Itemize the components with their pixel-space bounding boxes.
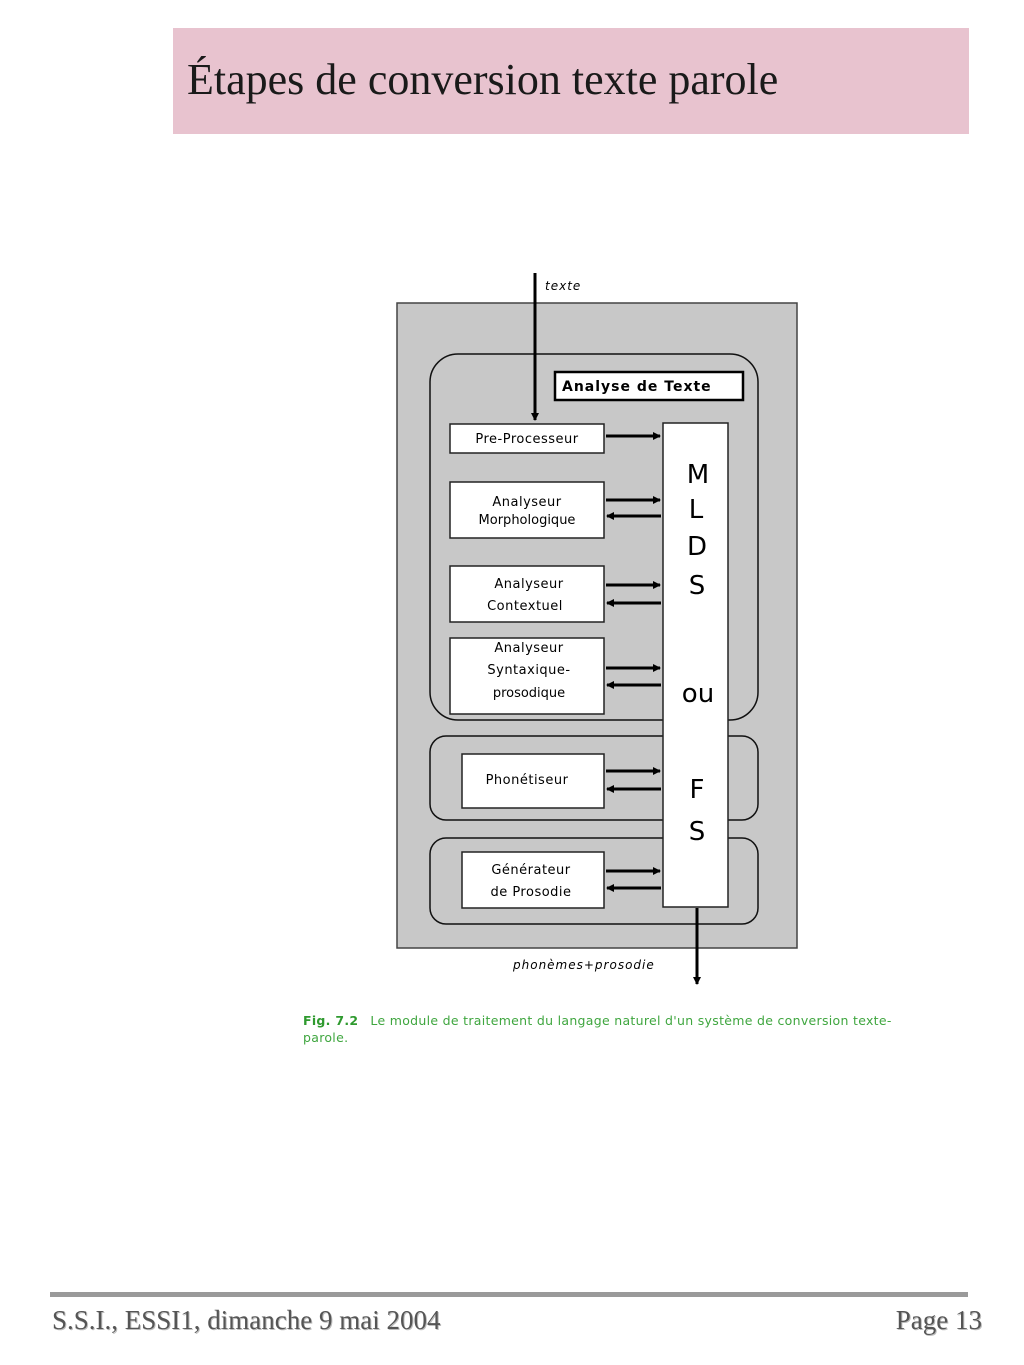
mlds-letter-l: L: [689, 495, 704, 525]
group-title: Analyse de Texte: [562, 379, 712, 395]
mlds-letter-s: S: [689, 571, 706, 601]
mlds-fs-column: [662, 422, 729, 908]
mlds-letter-d: D: [687, 532, 707, 562]
fs-letter-s: S: [689, 817, 706, 847]
mlds-letter-m: M: [687, 460, 709, 490]
module-contextuel-line2: Contextuel: [487, 599, 563, 614]
slide-title: Étapes de conversion texte parole: [187, 55, 779, 104]
module-phonetiseur: [461, 753, 605, 809]
figure-caption-text: Le module de traitement du langage natur…: [303, 1013, 892, 1045]
module-preprocesseur: [449, 423, 605, 454]
input-label: texte: [545, 279, 581, 293]
title-bar: Étapes de conversion texte parole: [173, 28, 969, 134]
module-syntaxique: [449, 637, 605, 715]
module-syntaxique-line2: Syntaxique-: [487, 663, 570, 678]
footer-divider: [50, 1292, 968, 1297]
module-morphologique: [449, 481, 605, 539]
module-prosodie-line2: de Prosodie: [490, 885, 571, 900]
module-preprocesseur-label: Pre-Processeur: [475, 432, 578, 447]
module-prosodie: [461, 851, 605, 909]
module-morphologique-line1: Analyseur: [492, 495, 561, 510]
module-prosodie-line1: Générateur: [491, 863, 570, 878]
mlds-word-ou: ou: [682, 679, 714, 709]
tts-diagram: Analyse de Texte texte Pre-Processeur An…: [380, 268, 820, 1003]
module-contextuel-line1: Analyseur: [494, 577, 563, 592]
module-morphologique-line2: Morphologique: [479, 513, 576, 528]
module-phonetiseur-label: Phonétiseur: [486, 773, 569, 788]
footer-page-number: Page 13: [895, 1305, 982, 1335]
module-syntaxique-line3: prosodique: [493, 686, 565, 701]
figure-number: Fig. 7.2: [303, 1013, 359, 1028]
footer-course-date: S.S.I., ESSI1, dimanche 9 mai 2004: [52, 1305, 441, 1335]
module-contextuel: [449, 565, 605, 623]
tts-diagram-svg: Analyse de Texte texte Pre-Processeur An…: [396, 273, 798, 985]
fs-letter-f: F: [690, 775, 705, 805]
group-title-box: [553, 370, 745, 402]
output-label: phonèmes+prosodie: [512, 958, 655, 972]
module-syntaxique-line1: Analyseur: [494, 641, 563, 656]
